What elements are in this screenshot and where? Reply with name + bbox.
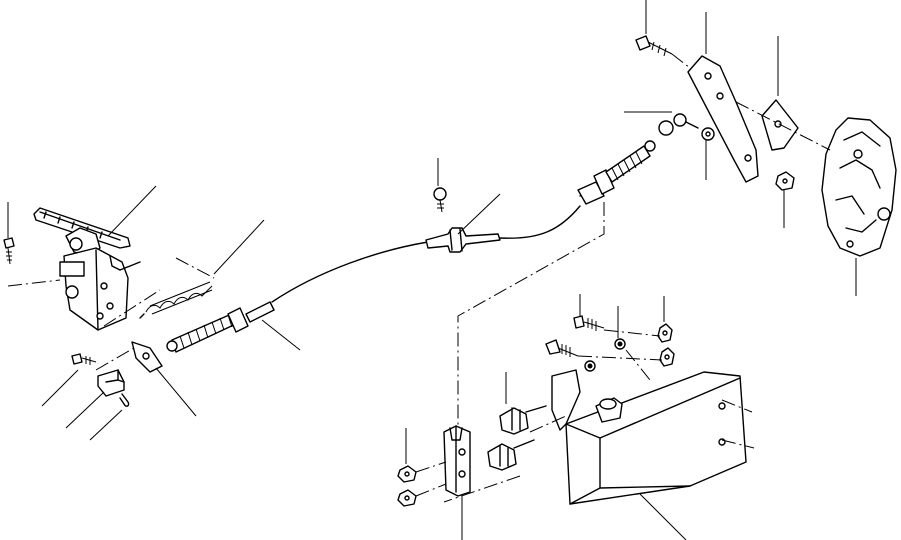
damper-icon — [487, 372, 547, 471]
nut-icon-top — [701, 127, 715, 180]
small-plate-icon — [761, 36, 799, 151]
clamp-bolt-icon — [433, 158, 447, 213]
threaded-rod-icon — [166, 301, 275, 353]
plate-icon-cable — [131, 341, 163, 373]
cotter-pin-icon — [119, 393, 130, 407]
accelerator-pedal-icon — [33, 207, 131, 257]
lever-nuts-icon — [397, 428, 417, 507]
bolt-small-icon — [71, 353, 97, 365]
assembly-lines — [7, 53, 831, 503]
block-icon — [97, 369, 125, 397]
threaded-rod-icon-engine — [577, 140, 656, 205]
top-bolt-icon — [635, 0, 673, 57]
pedal-bolt-icon — [3, 202, 15, 265]
ball-joint-icon — [624, 111, 699, 136]
lever-plate-icon — [443, 425, 471, 540]
engine-bracket-plate-icon — [687, 12, 759, 183]
stop-nuts-icon — [584, 296, 675, 372]
lower-bracket-icon — [551, 369, 747, 505]
nut-icon-right — [775, 171, 795, 228]
leader-lines — [41, 185, 687, 540]
stop-bolts-icon — [545, 294, 605, 357]
pump-icon — [821, 117, 897, 296]
spring-icon — [139, 281, 213, 319]
pedal-bracket-icon — [59, 247, 141, 331]
clamp-icon — [425, 227, 501, 253]
